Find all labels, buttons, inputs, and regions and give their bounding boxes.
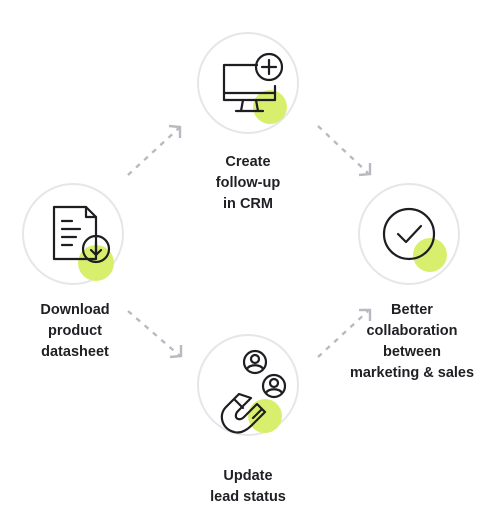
magnet-tip-line-2 — [251, 408, 263, 420]
checkmark-circle-icon — [382, 207, 447, 272]
accent-dot — [248, 399, 282, 433]
step-label-create: Create follow-up in CRM — [215, 154, 281, 212]
magnet-tip-line — [233, 398, 245, 410]
accent-dot — [413, 238, 447, 272]
document-download-icon — [52, 205, 114, 281]
magnet-users-icon — [220, 349, 287, 434]
step-label-better: Better collaboration between marketing &… — [349, 302, 475, 381]
step-label-download: Download product datasheet — [40, 302, 110, 360]
step-create-follow-up — [197, 32, 299, 134]
accent-dot — [253, 90, 287, 124]
step-update-lead-status — [197, 334, 299, 436]
step-download-datasheet — [22, 183, 124, 285]
step-label-update: Update lead status — [210, 468, 286, 505]
monitor-add-icon — [222, 52, 287, 124]
step-better-collaboration — [358, 183, 460, 285]
